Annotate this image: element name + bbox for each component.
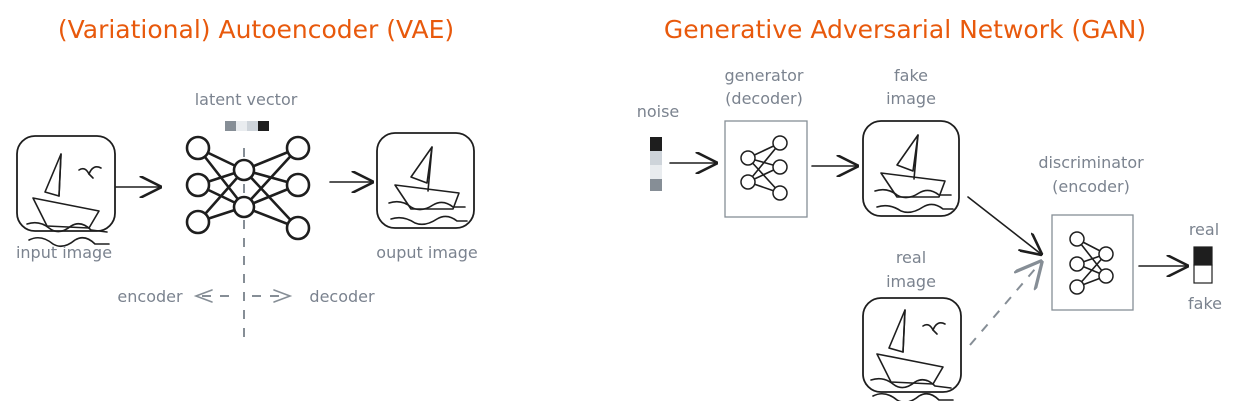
fake-image-label: fake bbox=[894, 66, 928, 85]
latent-vector bbox=[225, 121, 269, 131]
real-fake-indicator bbox=[1193, 246, 1213, 284]
image-frame bbox=[862, 120, 960, 217]
input-image bbox=[16, 135, 116, 248]
gan-section: Generative Adversarial Network (GAN) noi… bbox=[637, 15, 1222, 401]
real-image-label: real bbox=[896, 248, 926, 267]
autoencoder-network-icon bbox=[185, 135, 311, 241]
output-real-label: real bbox=[1189, 220, 1219, 239]
noise-label: noise bbox=[637, 102, 680, 121]
output-image-label: ouput image bbox=[376, 243, 477, 262]
latent-cell bbox=[258, 121, 269, 131]
noise-cell bbox=[650, 151, 662, 165]
arrow-fake-to-discriminator bbox=[967, 196, 1041, 254]
gan-title: Generative Adversarial Network (GAN) bbox=[664, 15, 1146, 44]
noise-cell bbox=[650, 137, 662, 151]
decoder-label: decoder bbox=[309, 287, 375, 306]
generator-network-icon bbox=[740, 135, 788, 201]
discriminator-box bbox=[1051, 214, 1134, 311]
vae-section: (Variational) Autoencoder (VAE) input im… bbox=[16, 15, 478, 338]
output-image bbox=[376, 132, 475, 229]
noise-cell bbox=[650, 179, 662, 191]
noise-vector bbox=[650, 137, 662, 191]
decoder-arrow-head-icon bbox=[273, 289, 293, 303]
discriminator-sublabel: (encoder) bbox=[1052, 177, 1130, 196]
generator-box bbox=[724, 120, 808, 218]
discriminator-network-icon bbox=[1069, 231, 1114, 295]
latent-cell bbox=[225, 121, 236, 131]
latent-cell bbox=[236, 121, 247, 131]
fake-image bbox=[862, 120, 960, 217]
latent-vector-label: latent vector bbox=[195, 90, 298, 109]
latent-cell bbox=[247, 121, 258, 131]
input-image-label: input image bbox=[16, 243, 112, 262]
generator-sublabel: (decoder) bbox=[725, 89, 803, 108]
output-fake-label: fake bbox=[1188, 294, 1222, 313]
encoder-label: encoder bbox=[117, 287, 183, 306]
arrow-real-to-discriminator bbox=[969, 262, 1041, 346]
encoder-arrow-head-icon bbox=[193, 289, 213, 303]
fake-image-sublabel: image bbox=[886, 89, 936, 108]
real-cell bbox=[1193, 246, 1213, 266]
image-frame bbox=[862, 297, 962, 393]
image-frame bbox=[16, 135, 116, 232]
real-image bbox=[862, 297, 962, 401]
discriminator-label: discriminator bbox=[1038, 153, 1144, 172]
generator-label: generator bbox=[724, 66, 803, 85]
real-image-sublabel: image bbox=[886, 272, 936, 291]
vae-title: (Variational) Autoencoder (VAE) bbox=[58, 15, 454, 44]
image-frame bbox=[376, 132, 475, 229]
noise-cell bbox=[650, 165, 662, 179]
fake-cell bbox=[1193, 264, 1213, 284]
